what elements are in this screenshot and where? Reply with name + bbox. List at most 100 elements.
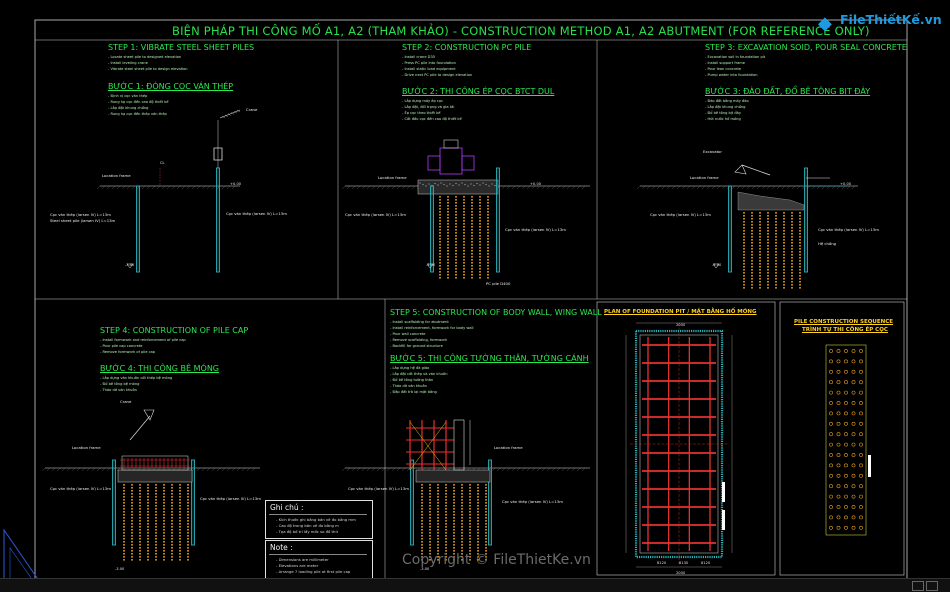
step5-vi-note: - Đổ bê tông tường thân	[390, 378, 434, 382]
plan-marker-0	[722, 482, 725, 502]
sequence-pile-4-12	[859, 473, 863, 478]
sequence-marker	[868, 455, 871, 477]
sequence-pile-3-1	[851, 359, 856, 364]
step4-concrete-bucket	[143, 409, 155, 421]
step5-body-wall	[453, 419, 465, 471]
step5-en-note: - Remove scaffolding, formwork	[390, 338, 448, 342]
step3-vi-note: - Đào đất bằng máy đào	[705, 99, 749, 103]
sequence-pile-4-3	[859, 380, 863, 385]
step3-ground-label: Location frame	[690, 175, 719, 180]
sequence-title-vi: TRÌNH TỰ THI CÔNG ÉP CỌC	[802, 327, 888, 333]
sequence-pile-2-6	[844, 411, 848, 416]
step2-en-note: - Drive next PC pile to design elevation	[402, 73, 473, 77]
step4-heading: STEP 4: CONSTRUCTION OF PILE CAP	[100, 326, 249, 335]
sequence-pile-4-13	[859, 484, 863, 489]
step5-pile-cap	[415, 469, 491, 483]
step3-excavator-bucket	[734, 164, 747, 175]
step2-pile-press-frame	[439, 147, 463, 175]
sequence-pile-1-11	[836, 463, 841, 468]
site-logo[interactable]: FileThiếtKế.vn	[840, 12, 942, 27]
sequence-pile-2-14	[844, 494, 848, 499]
sequence-pile-2-9	[844, 442, 848, 447]
step5-vi-note: - Đắp đất trả lại mặt bằng	[390, 390, 437, 394]
sequence-pile-2-3	[844, 380, 848, 385]
sequence-pile-0-9	[829, 442, 833, 447]
sequence-pile-3-12	[851, 473, 856, 478]
note-line-3: - Arrange 7 loading pile at first pile c…	[276, 569, 351, 574]
sequence-pile-0-10	[829, 453, 833, 457]
step5-en-note: - Pour wall concrete	[390, 332, 426, 336]
step1-ground-label: Location frame	[102, 173, 131, 178]
step1-sheet-pile-label-r: Cọc ván thép (larsen IV) L=13m	[226, 211, 287, 216]
drawing-title: BIỆN PHÁP THI CÔNG MỐ A1, A2 (THAM KHẢO)…	[172, 24, 870, 38]
step1-en-note: - Vibrate steel sheet pile to design ele…	[108, 67, 188, 71]
sequence-pile-4-4	[859, 390, 863, 395]
step5-en-note: - Install scaffolding for abutment	[390, 320, 449, 324]
step5-heading-vi: BƯỚC 5: THI CÔNG TƯỜNG THÂN, TƯỜNG CÁNH	[390, 354, 589, 363]
sequence-pile-1-16	[836, 515, 841, 520]
step2-heading: STEP 2: CONSTRUCTION PC PILE	[402, 43, 532, 52]
step1-cl: CL	[160, 161, 165, 165]
note-title: Note :	[270, 543, 293, 552]
plan-pit-outline	[639, 334, 719, 554]
sequence-pile-3-17	[851, 525, 856, 530]
step4-heading-vi: BƯỚC 4: THI CÔNG BỆ MÓNG	[100, 364, 219, 373]
step4-vi-note: - Lắp dựng ván khuôn cốt thép bệ móng	[100, 376, 173, 380]
file-logo-icon: ◆	[818, 13, 832, 34]
step5-sheet-pile-label: Cọc ván thép (larsen IV) L=13m	[348, 486, 409, 491]
step2-vi-note: - Lắp đặt, đối trọng và gia tải	[402, 105, 455, 109]
sequence-pile-2-4	[844, 390, 848, 395]
step4-sheet-pile-label: Cọc ván thép (larsen IV) L=13m	[50, 486, 111, 491]
plan-dim-bottom-2: 8130	[679, 561, 689, 565]
sequence-pile-0-3	[829, 380, 833, 385]
sequence-pile-2-0	[844, 349, 848, 353]
step5-vi-note: - Tháo dỡ ván khuôn	[390, 384, 427, 388]
sequence-pile-4-0	[859, 349, 863, 353]
sequence-pile-3-6	[851, 411, 856, 416]
sequence-pile-0-13	[829, 484, 833, 489]
sequence-pile-2-10	[844, 453, 848, 457]
sequence-pile-1-10	[836, 453, 841, 457]
step1-heading-vi: BƯỚC 1: ĐÓNG CỌC VÁN THÉP	[108, 82, 234, 91]
status-settings-icon[interactable]	[926, 581, 938, 591]
step3-en-note: - Pump water into foundation	[705, 73, 758, 77]
sequence-pile-3-4	[851, 390, 856, 395]
step4-en-note: - Remove formwork of pile cap	[100, 350, 156, 354]
sequence-pile-3-7	[851, 421, 856, 426]
sequence-pile-1-8	[836, 432, 841, 437]
sequence-pile-3-13	[851, 484, 856, 489]
sequence-pile-0-2	[829, 369, 833, 374]
step1-vibro-hammer	[213, 147, 223, 161]
step1-elev-top: +0.00	[230, 182, 242, 186]
step2-press-head	[443, 139, 459, 149]
sequence-pile-1-4	[836, 390, 841, 395]
step2-counterweight-left	[427, 155, 441, 171]
status-toggle-icon[interactable]	[912, 581, 924, 591]
step3-vi-note: - Đổ bê tông bịt đáy	[705, 111, 741, 115]
step1-vi-note: - Rung hạ cọc đến cao độ thiết kế	[108, 100, 169, 104]
sequence-pile-1-3	[836, 380, 841, 385]
step3-excavator-label: Excavator	[703, 149, 722, 154]
step1-en-note: - Locate sheet pile to designed elevatio…	[108, 55, 182, 59]
sequence-pile-4-16	[859, 515, 863, 520]
sequence-pile-1-1	[836, 359, 841, 364]
step1-heading: STEP 1: VIBRATE STEEL SHEET PILES	[108, 43, 255, 52]
sequence-pile-0-8	[829, 432, 833, 437]
step3-heading-vi: BƯỚC 3: ĐÀO ĐẤT, ĐỔ BÊ TÔNG BỊT ĐÁY	[705, 87, 871, 96]
sequence-pile-2-15	[844, 505, 848, 509]
sequence-pile-0-11	[829, 463, 833, 468]
ghi-chu-line-2: - Cao độ trong bản vẽ đo bằng m	[276, 523, 339, 528]
sequence-pile-0-1	[829, 359, 833, 364]
sequence-pile-4-9	[859, 442, 863, 447]
step1-crane-label: Crane	[246, 107, 258, 112]
step5-vi-note: - Lắp đặt cốt thép và ván khuôn	[390, 372, 448, 376]
step3-elev-bot: -3.00	[712, 263, 722, 267]
sequence-pile-1-2	[836, 369, 841, 374]
note-line-1: - Dimensions are millimeter	[276, 557, 329, 562]
sequence-pile-3-16	[851, 515, 856, 520]
step4-en-note: - Install formwork and reinforcement of …	[100, 338, 186, 342]
sequence-pile-1-5	[836, 401, 841, 405]
step3-en-note: - Excavation soil in foundation pit	[705, 55, 766, 59]
sequence-pile-3-9	[851, 442, 856, 447]
